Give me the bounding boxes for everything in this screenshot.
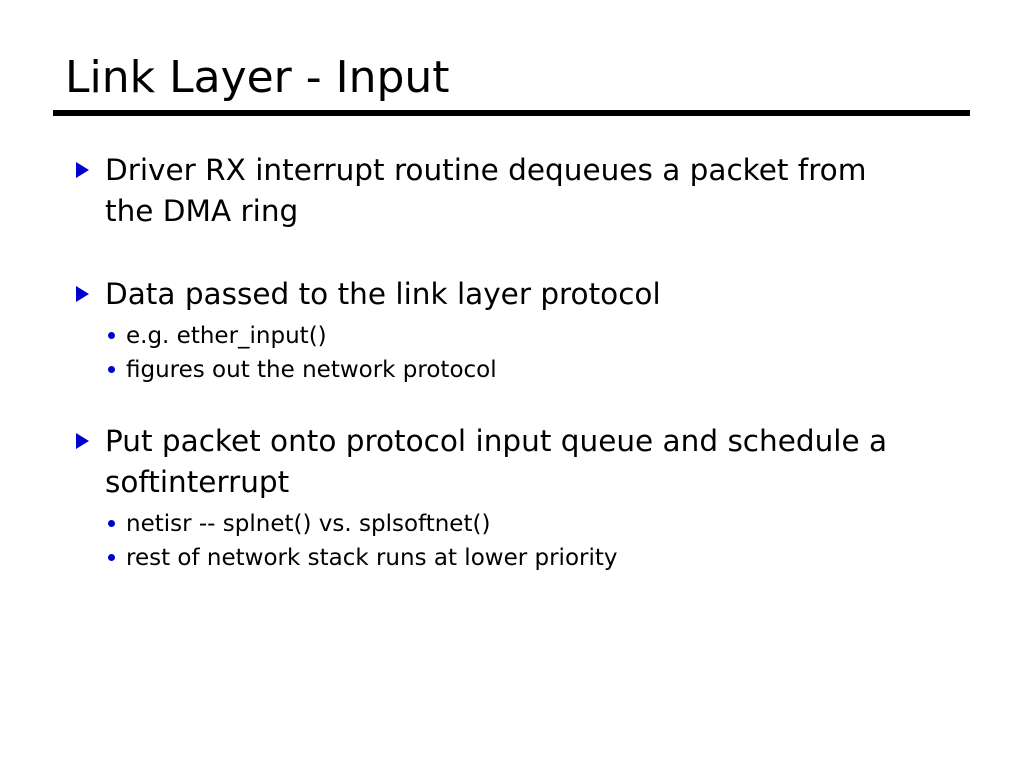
dot-icon bbox=[108, 554, 115, 561]
bullet-group-2: Data passed to the link layer protocol e… bbox=[0, 274, 1024, 387]
page-title: Link Layer - Input bbox=[65, 52, 450, 103]
bullet-level1-label: Put packet onto protocol input queue and… bbox=[105, 424, 888, 499]
bullet-level2-label: figures out the network protocol bbox=[126, 357, 497, 383]
bullet-level1: Driver RX interrupt routine dequeues a p… bbox=[0, 150, 1024, 232]
dot-icon bbox=[108, 332, 115, 339]
triangle-right-icon bbox=[76, 286, 89, 302]
dot-icon bbox=[108, 366, 115, 373]
triangle-right-icon bbox=[76, 433, 89, 449]
bullet-level1-label: Data passed to the link layer protocol bbox=[105, 277, 661, 311]
bullet-level1: Put packet onto protocol input queue and… bbox=[0, 421, 1024, 503]
bullet-level2: e.g. ether_input() bbox=[0, 319, 1024, 353]
sub-bullet-list: e.g. ether_input() figures out the netwo… bbox=[0, 319, 1024, 387]
bullet-group-3: Put packet onto protocol input queue and… bbox=[0, 421, 1024, 575]
bullet-level2-label: e.g. ether_input() bbox=[126, 323, 327, 349]
bullet-level2-label: rest of network stack runs at lower prio… bbox=[126, 545, 618, 571]
sub-bullet-list: netisr -- splnet() vs. splsoftnet() rest… bbox=[0, 507, 1024, 575]
bullet-group-1: Driver RX interrupt routine dequeues a p… bbox=[0, 150, 1024, 232]
triangle-right-icon bbox=[76, 162, 89, 178]
spacer bbox=[0, 232, 1024, 274]
spacer bbox=[0, 387, 1024, 421]
bullet-level2-label: netisr -- splnet() vs. splsoftnet() bbox=[126, 511, 491, 537]
bullet-level2: netisr -- splnet() vs. splsoftnet() bbox=[0, 507, 1024, 541]
dot-icon bbox=[108, 520, 115, 527]
slide-title-block: Link Layer - Input bbox=[53, 52, 970, 116]
bullet-level1-label: Driver RX interrupt routine dequeues a p… bbox=[105, 153, 867, 228]
bullet-level2: figures out the network protocol bbox=[0, 353, 1024, 387]
slide-body: Driver RX interrupt routine dequeues a p… bbox=[0, 150, 1024, 575]
bullet-level1: Data passed to the link layer protocol bbox=[0, 274, 1024, 315]
bullet-level2: rest of network stack runs at lower prio… bbox=[0, 541, 1024, 575]
title-divider bbox=[53, 110, 970, 116]
